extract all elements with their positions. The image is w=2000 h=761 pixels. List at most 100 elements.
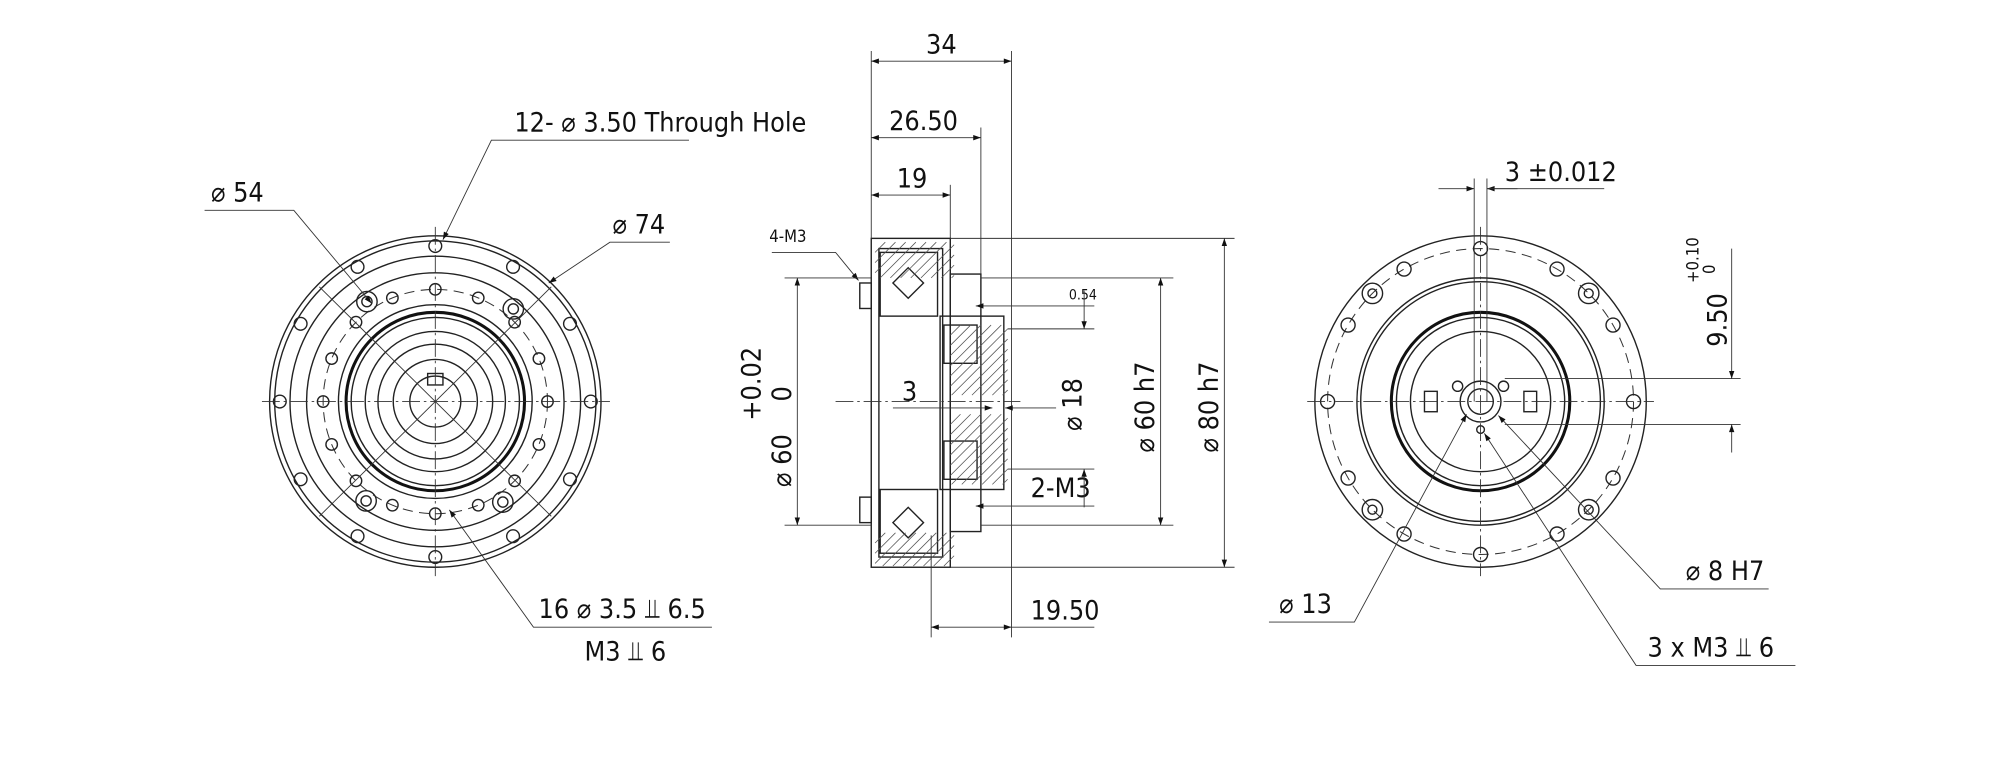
hatch-line bbox=[950, 414, 1002, 466]
mounting-hole bbox=[1396, 526, 1412, 542]
pin-hole bbox=[355, 490, 377, 512]
hatch-line bbox=[1002, 389, 1008, 396]
dim-9-50: 9.50 bbox=[1703, 293, 1734, 347]
pin-hole-inner bbox=[507, 303, 520, 315]
through-hole bbox=[293, 472, 308, 487]
hatch-line bbox=[950, 324, 961, 336]
through-hole bbox=[293, 316, 308, 331]
side-view: 34 26.50 19 19.50 4-M3 0.54 3 2-M3 ⌀ 18 … bbox=[736, 30, 1235, 638]
pin-hole bbox=[356, 290, 378, 313]
hatch-line bbox=[961, 438, 1008, 485]
rear-view: 3 ±0.012 9.50 +0.10 0 ⌀ 8 H7 ⌀ 13 3 x M3… bbox=[1268, 157, 1796, 666]
hatch-line bbox=[992, 379, 1008, 396]
tapped-hole bbox=[532, 438, 546, 451]
through-hole bbox=[350, 529, 365, 544]
tapped-hole bbox=[471, 291, 485, 305]
hatch-line bbox=[971, 359, 1008, 396]
hatch-line bbox=[943, 555, 955, 567]
hatch-line bbox=[951, 275, 955, 279]
dia8h7-label: ⌀ 8 H7 bbox=[1686, 556, 1765, 587]
hatch-line bbox=[950, 414, 982, 446]
mounting-hole bbox=[1549, 261, 1565, 277]
hatch-line bbox=[950, 324, 982, 356]
through-hole bbox=[562, 316, 578, 331]
tapped-holes-label-2: M3 ⫫ 6 bbox=[584, 636, 666, 667]
counterbore-hole-inner bbox=[1367, 288, 1378, 299]
hatch-line bbox=[950, 324, 971, 346]
m3-tapped-label: 3 x M3 ⫫ 6 bbox=[1648, 632, 1775, 663]
through-hole bbox=[562, 472, 578, 487]
hatch-line bbox=[874, 532, 896, 554]
hatch-line bbox=[941, 264, 955, 279]
pin-hole bbox=[491, 491, 514, 513]
tapped-hole bbox=[325, 438, 339, 451]
hatch-line bbox=[874, 241, 886, 253]
pin-hole-inner bbox=[497, 496, 509, 508]
label-2-m3: 2-M3 bbox=[1031, 473, 1091, 504]
tapped-hole bbox=[349, 315, 363, 329]
front-view: 12- ⌀ 3.50 Through Hole ⌀ 54 ⌀ 74 16 ⌀ 3… bbox=[204, 107, 806, 667]
mounting-hole bbox=[1549, 526, 1565, 542]
hatch-line bbox=[950, 414, 992, 456]
counterbore-hole bbox=[1577, 282, 1600, 305]
hatch-line bbox=[950, 324, 1002, 377]
dim-26-50: 26.50 bbox=[889, 106, 958, 137]
hatch-line bbox=[950, 414, 971, 435]
mounting-hole bbox=[1605, 470, 1621, 486]
hatch-line bbox=[923, 535, 955, 567]
hatch-line bbox=[951, 338, 1008, 396]
dim-34: 34 bbox=[926, 30, 957, 61]
hatch-line bbox=[874, 241, 896, 263]
dim-19-50: 19.50 bbox=[1031, 596, 1100, 627]
tapped-hole bbox=[471, 498, 485, 512]
mounting-hole bbox=[1340, 470, 1356, 486]
pin-hole-inner bbox=[360, 495, 372, 507]
tapped-hole bbox=[325, 352, 339, 366]
dia54-label: ⌀ 54 bbox=[211, 177, 264, 208]
hatch-line bbox=[920, 244, 955, 279]
counterbore-hole bbox=[1361, 498, 1384, 521]
hatch-line bbox=[892, 532, 927, 567]
hatch-line bbox=[933, 545, 955, 567]
dia60h7-label: ⌀ 60 h7 bbox=[1130, 362, 1161, 453]
tapped-hole bbox=[385, 291, 399, 305]
mounting-hole bbox=[1396, 261, 1412, 277]
through-hole bbox=[505, 259, 521, 274]
dia60-tol-label: ⌀ 60 bbox=[767, 434, 798, 487]
dia80h7-label: ⌀ 80 h7 bbox=[1194, 362, 1225, 453]
through-hole bbox=[505, 529, 521, 544]
dia60-tol-lower: 0 bbox=[767, 386, 798, 401]
hatch-line bbox=[961, 348, 1008, 396]
dim-9-50-tol-upper: +0.10 bbox=[1684, 237, 1703, 283]
through-hole-label: 12- ⌀ 3.50 Through Hole bbox=[514, 107, 806, 138]
tapped-holes-label: 16 ⌀ 3.5 ⫫ 6.5 bbox=[539, 594, 706, 625]
dim-0-54: 0.54 bbox=[1069, 288, 1097, 304]
hatch-line bbox=[971, 448, 1008, 485]
label-4-m3: 4-M3 bbox=[769, 227, 806, 246]
hatch-line bbox=[992, 468, 1008, 485]
hatch-line bbox=[879, 241, 917, 279]
hatch-line bbox=[1002, 479, 1008, 485]
counterbore-hole-inner bbox=[1583, 288, 1594, 299]
hatch-line bbox=[913, 532, 947, 567]
hatch-line bbox=[981, 369, 1008, 396]
tapped-hole bbox=[385, 498, 399, 512]
tapped-hole bbox=[532, 352, 546, 366]
hatch-line bbox=[950, 324, 992, 367]
dim-3: 3 bbox=[902, 376, 917, 407]
dia74-label: ⌀ 74 bbox=[612, 209, 665, 240]
tapped-holes bbox=[316, 282, 554, 521]
hatch-line bbox=[951, 428, 1008, 485]
mounting-hole bbox=[1605, 317, 1621, 333]
dia18-label: ⌀ 18 bbox=[1058, 378, 1089, 431]
hatch-line bbox=[930, 254, 955, 279]
hatch-line bbox=[950, 417, 1008, 476]
dim-9-50-tol-lower: 0 bbox=[1700, 265, 1719, 274]
hatch-line bbox=[882, 532, 917, 567]
counterbore-hole bbox=[1361, 282, 1384, 305]
tapped-hole bbox=[508, 315, 522, 329]
dia60-tol-upper: +0.02 bbox=[736, 347, 767, 421]
dim-3-tol: 3 ±0.012 bbox=[1505, 157, 1617, 188]
hatch-line bbox=[950, 328, 1008, 387]
